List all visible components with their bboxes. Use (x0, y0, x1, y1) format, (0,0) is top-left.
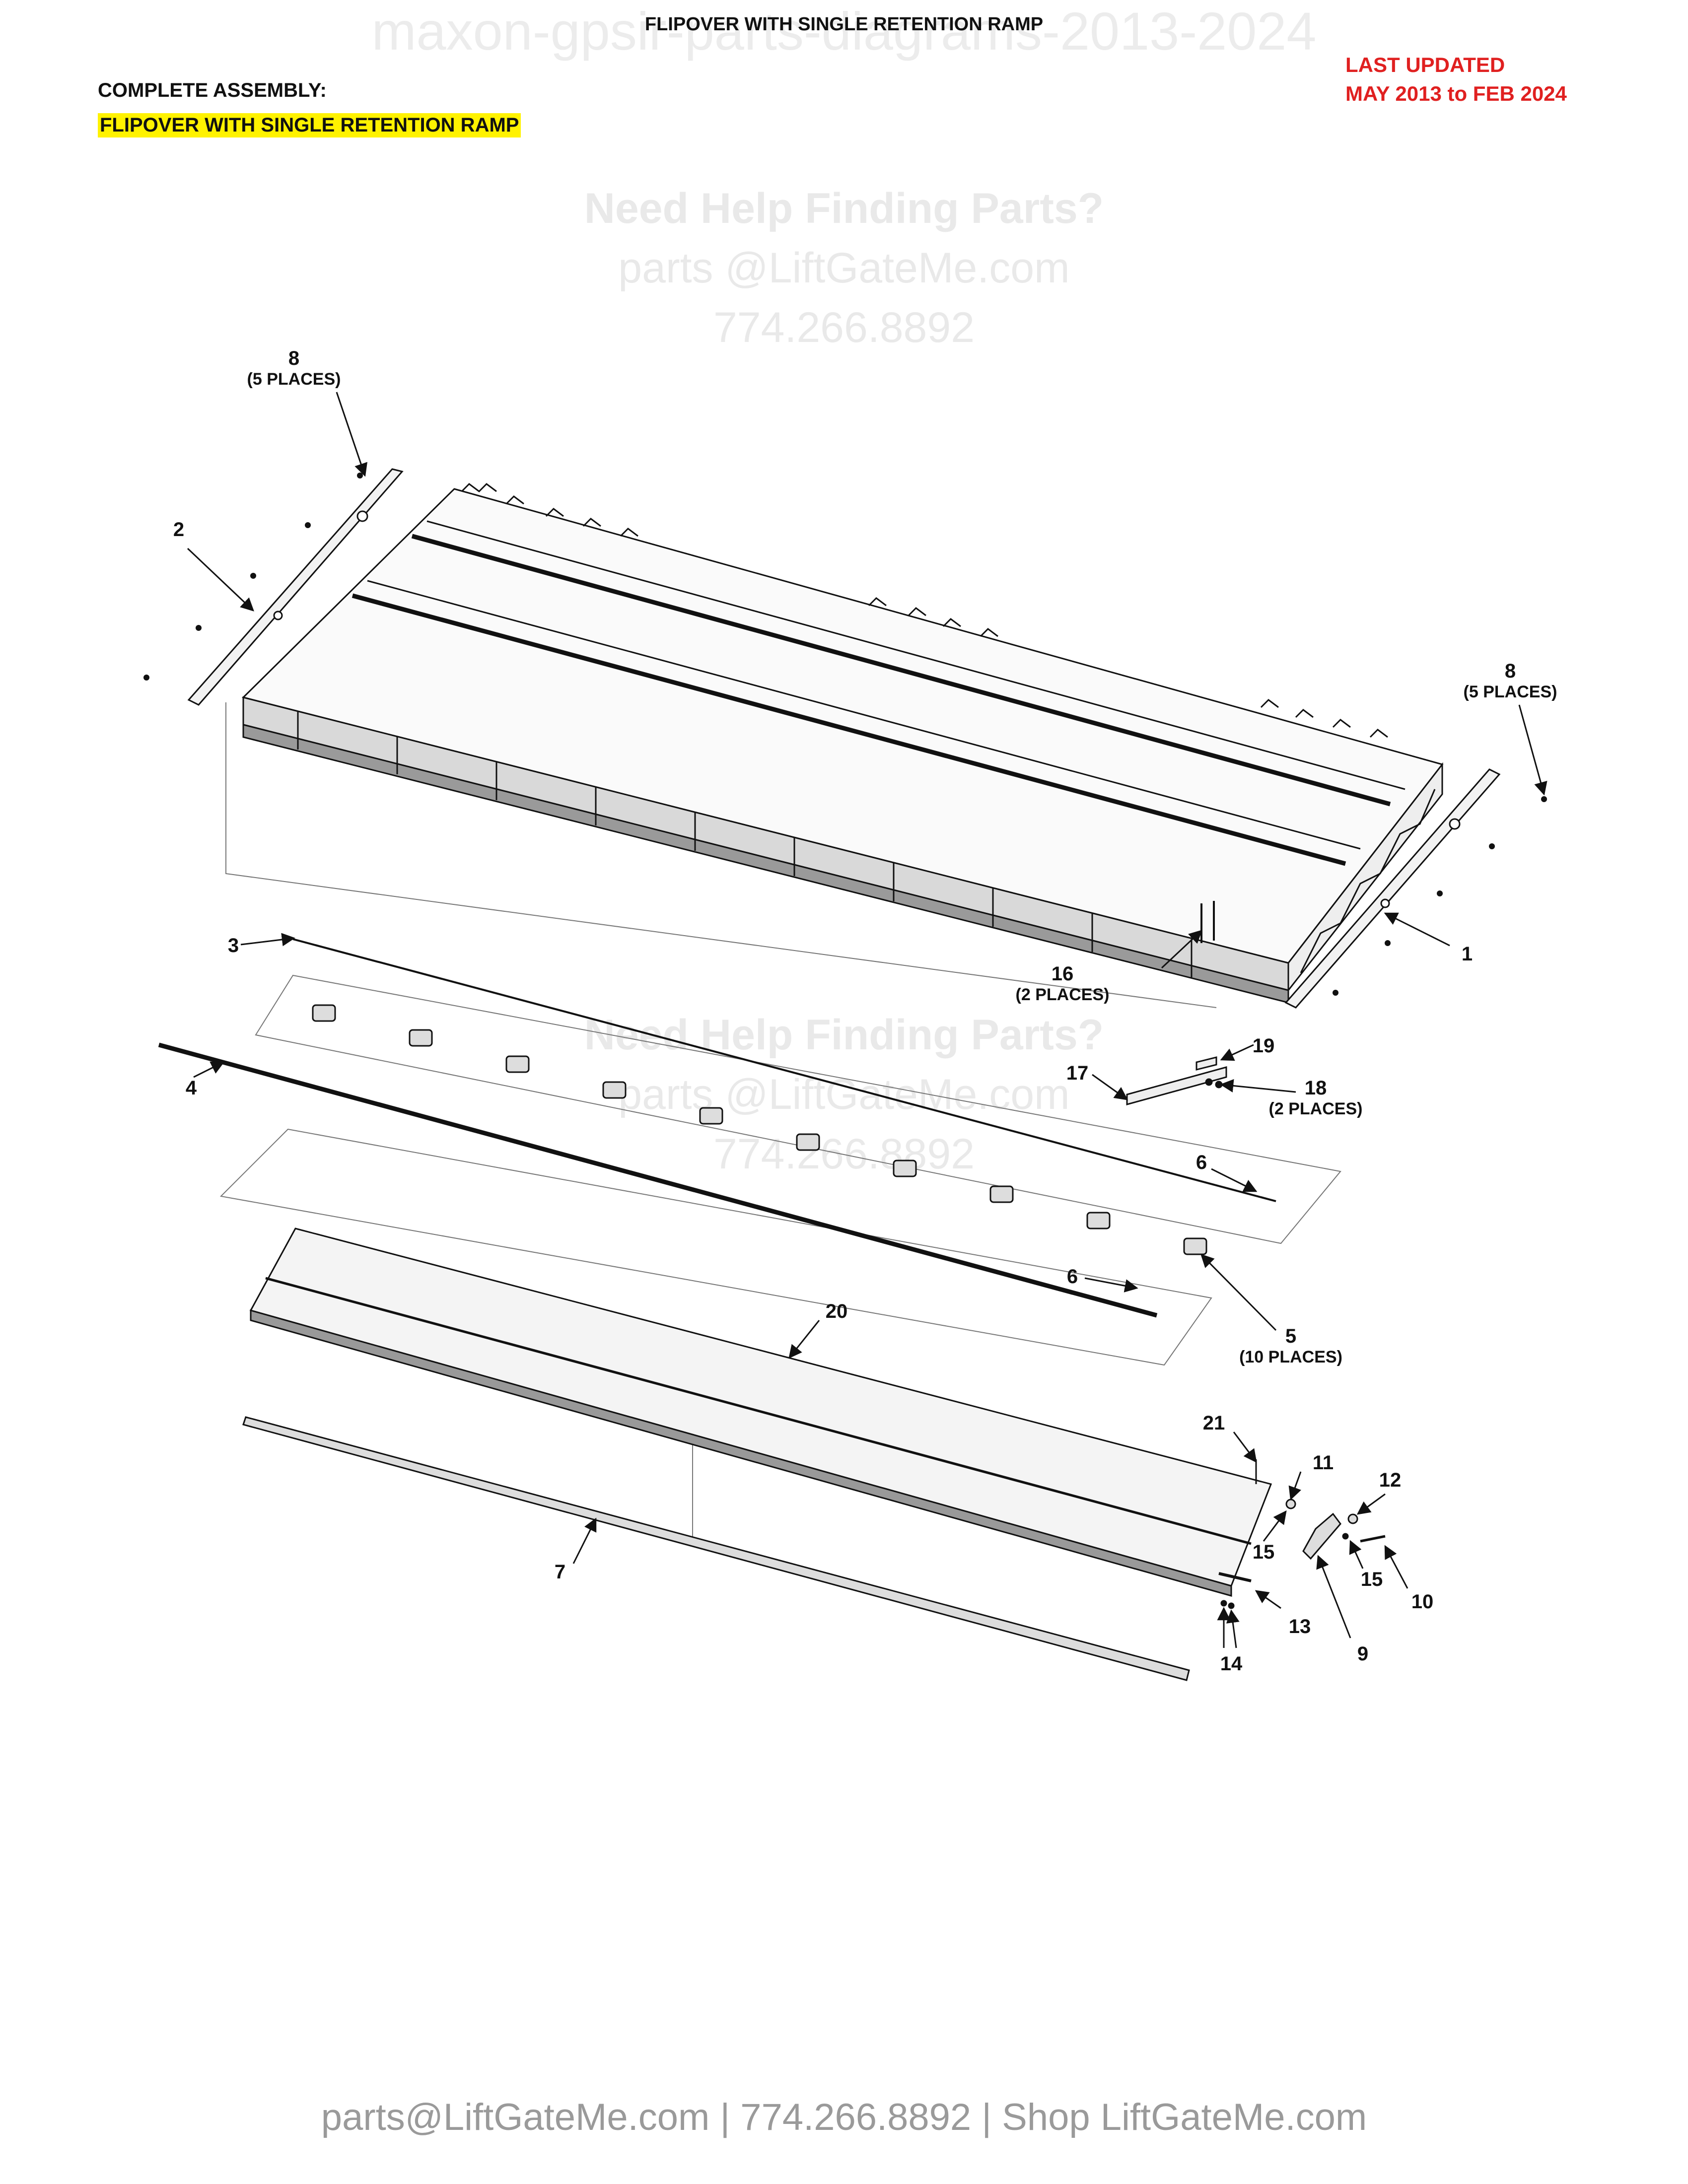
bolts-right (1333, 796, 1547, 996)
watermark-top-text: maxon-gpsir-parts-diagrams-2013-2024 (371, 1, 1317, 61)
callout-9: 9 (1357, 1643, 1368, 1665)
callout-18-note: (2 PLACES) (1269, 1099, 1363, 1118)
callout-5-note: (10 PLACES) (1239, 1348, 1342, 1366)
callout-17: 17 (1066, 1062, 1089, 1084)
alignment-planes (219, 702, 1341, 1544)
callout-8-right-note: (5 PLACES) (1464, 682, 1557, 701)
help-heading-2: Need Help Finding Parts? (584, 1011, 1104, 1059)
callout-19: 19 (1253, 1035, 1275, 1057)
latch-hardware (1218, 1459, 1386, 1609)
bracket-plate (1126, 1056, 1227, 1105)
hinge-rod-3 (292, 938, 1276, 1202)
assembly-name-highlight: FLIPOVER WITH SINGLE RETENTION RAMP (98, 113, 521, 137)
last-updated-range: MAY 2013 to FEB 2024 (1345, 82, 1567, 105)
callout-18: 18 (1305, 1077, 1327, 1099)
callout-12: 12 (1379, 1469, 1402, 1491)
platform-deck (242, 488, 1444, 1004)
callout-13: 13 (1289, 1616, 1311, 1638)
callout-16-note: (2 PLACES) (1016, 985, 1110, 1004)
retention-ramp (249, 1228, 1272, 1597)
callout-15-right: 15 (1361, 1569, 1383, 1590)
leader-lines (187, 392, 1547, 1648)
callout-3: 3 (228, 935, 239, 956)
callout-6-upper: 6 (1196, 1152, 1207, 1173)
callout-16: 16 (1052, 963, 1074, 985)
hinge-blocks (312, 1004, 1207, 1255)
deck-notches (461, 483, 1388, 738)
callout-10: 10 (1411, 1591, 1434, 1613)
hinge-rod-4 (158, 1042, 1158, 1318)
callout-11: 11 (1313, 1452, 1334, 1474)
assembly-label: COMPLETE ASSEMBLY: (98, 79, 327, 101)
callout-8-left: 8 (288, 347, 299, 369)
footer-contact: parts@LiftGateMe.com | 774.266.8892 | Sh… (321, 2096, 1367, 2138)
side-plate-right (1284, 768, 1501, 1009)
callout-14: 14 (1220, 1653, 1243, 1675)
page-title: FLIPOVER WITH SINGLE RETENTION RAMP (644, 14, 1044, 35)
help-heading: Need Help Finding Parts? (584, 185, 1104, 232)
callout-4: 4 (186, 1077, 197, 1099)
help-watermark-middle: Need Help Finding Parts? parts @LiftGate… (0, 1005, 1688, 1184)
help-phone: 774.266.8892 (713, 304, 975, 351)
side-plate-left (187, 468, 404, 706)
callout-8-left-note: (5 PLACES) (247, 370, 341, 389)
callout-20: 20 (826, 1300, 848, 1322)
callout-8-right: 8 (1505, 660, 1516, 682)
callout-15-left: 15 (1253, 1541, 1275, 1563)
last-updated-label: LAST UPDATED (1345, 53, 1505, 76)
last-updated-notice: LAST UPDATED MAY 2013 to FEB 2024 (1345, 51, 1567, 108)
callout-labels: 8 (5 PLACES) 2 8 (5 PLACES) 1 16 (2 PLAC… (173, 347, 1557, 1675)
help-watermark-top: Need Help Finding Parts? parts @LiftGate… (0, 179, 1688, 357)
callout-7: 7 (555, 1561, 565, 1583)
callout-2: 2 (173, 519, 184, 541)
callout-5: 5 (1285, 1325, 1296, 1347)
ramp-strip-7 (242, 1416, 1190, 1681)
callout-21: 21 (1203, 1412, 1225, 1434)
help-email: parts @LiftGateMe.com (618, 244, 1070, 292)
deck-edge-segments (297, 711, 1193, 977)
callout-6-lower: 6 (1067, 1266, 1078, 1288)
callout-1: 1 (1462, 943, 1473, 965)
